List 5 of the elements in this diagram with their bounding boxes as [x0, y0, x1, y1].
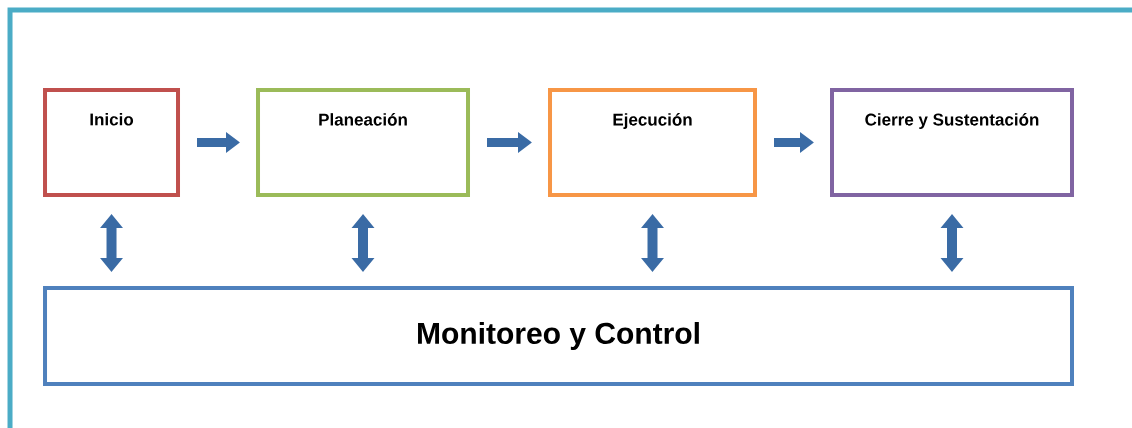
process-box: Inicio — [43, 88, 180, 197]
control-band: Monitoreo y Control — [43, 286, 1074, 386]
process-box: Planeación — [256, 88, 470, 197]
process-box: Cierre y Sustentación — [830, 88, 1074, 197]
process-box: Ejecución — [548, 88, 757, 197]
